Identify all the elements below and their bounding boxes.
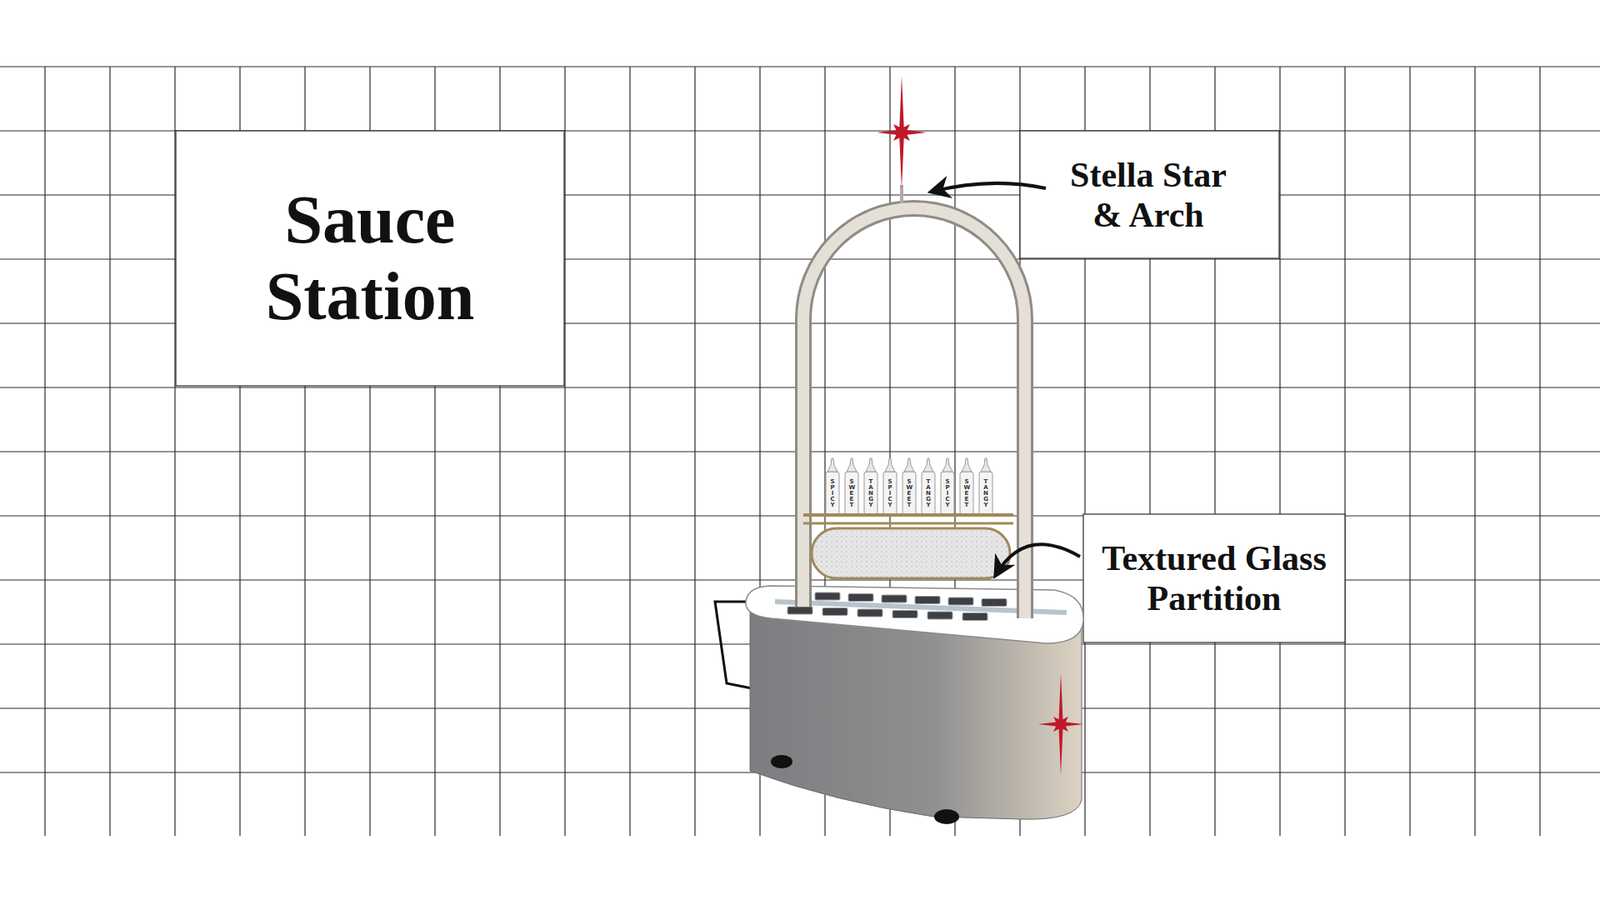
squeeze-bottle	[979, 458, 993, 515]
stella-star	[876, 75, 927, 190]
brass-rail	[803, 513, 1014, 517]
bottle-label: SWEET	[849, 479, 855, 509]
bottle-label: TANGY	[925, 479, 932, 509]
sauce-bottles	[825, 458, 993, 515]
cart-handle	[715, 601, 752, 689]
leader-arrow	[931, 183, 1046, 192]
bottle-label: SPICY	[830, 479, 836, 509]
callout-label: Textured Glass Partition	[1093, 538, 1335, 620]
wheel	[934, 809, 960, 825]
squeeze-bottle	[940, 458, 955, 515]
callout-panel	[1020, 130, 1280, 259]
page-title: Sauce Station	[245, 181, 495, 335]
sauce-well	[881, 595, 907, 603]
wheel	[770, 755, 793, 769]
grid-background	[0, 66, 1600, 836]
bottle-label: SPICY	[945, 479, 951, 509]
sauce-well	[815, 592, 840, 600]
sauce-well	[962, 613, 988, 621]
sauce-well	[915, 596, 940, 605]
sauce-well	[822, 608, 848, 616]
squeeze-bottle	[864, 458, 878, 515]
squeeze-bottle	[921, 458, 935, 515]
leader-arrow	[995, 544, 1080, 575]
sauce-well	[948, 597, 974, 605]
title-panel	[175, 130, 565, 386]
sauce-well	[927, 611, 953, 620]
glass-partition	[811, 528, 1010, 579]
callout-panel	[1083, 514, 1345, 643]
star-emblem	[1038, 673, 1084, 775]
bottle-label: SWEET	[964, 479, 970, 509]
squeeze-bottle	[825, 458, 840, 515]
arch	[803, 208, 1025, 619]
squeeze-bottle	[883, 458, 897, 515]
sauce-well	[787, 606, 813, 615]
sauce-well	[981, 599, 1007, 607]
bottle-label: TANGY	[983, 479, 990, 509]
squeeze-bottle	[902, 458, 916, 515]
grid-line	[0, 65, 1600, 67]
sauce-wells	[787, 592, 1007, 621]
arch-edge	[803, 208, 1025, 619]
bottle-label: SPICY	[887, 479, 894, 509]
bottle-label: SWEET	[906, 479, 913, 509]
sauce-well	[892, 610, 918, 619]
callout-label: Stella Star & Arch	[1059, 155, 1239, 236]
sauce-well	[857, 609, 883, 617]
squeeze-bottle	[960, 458, 974, 515]
squeeze-bottle	[845, 458, 859, 515]
sauce-well	[848, 594, 874, 602]
brass-rail	[803, 522, 1014, 525]
bottle-label: TANGY	[868, 479, 875, 509]
